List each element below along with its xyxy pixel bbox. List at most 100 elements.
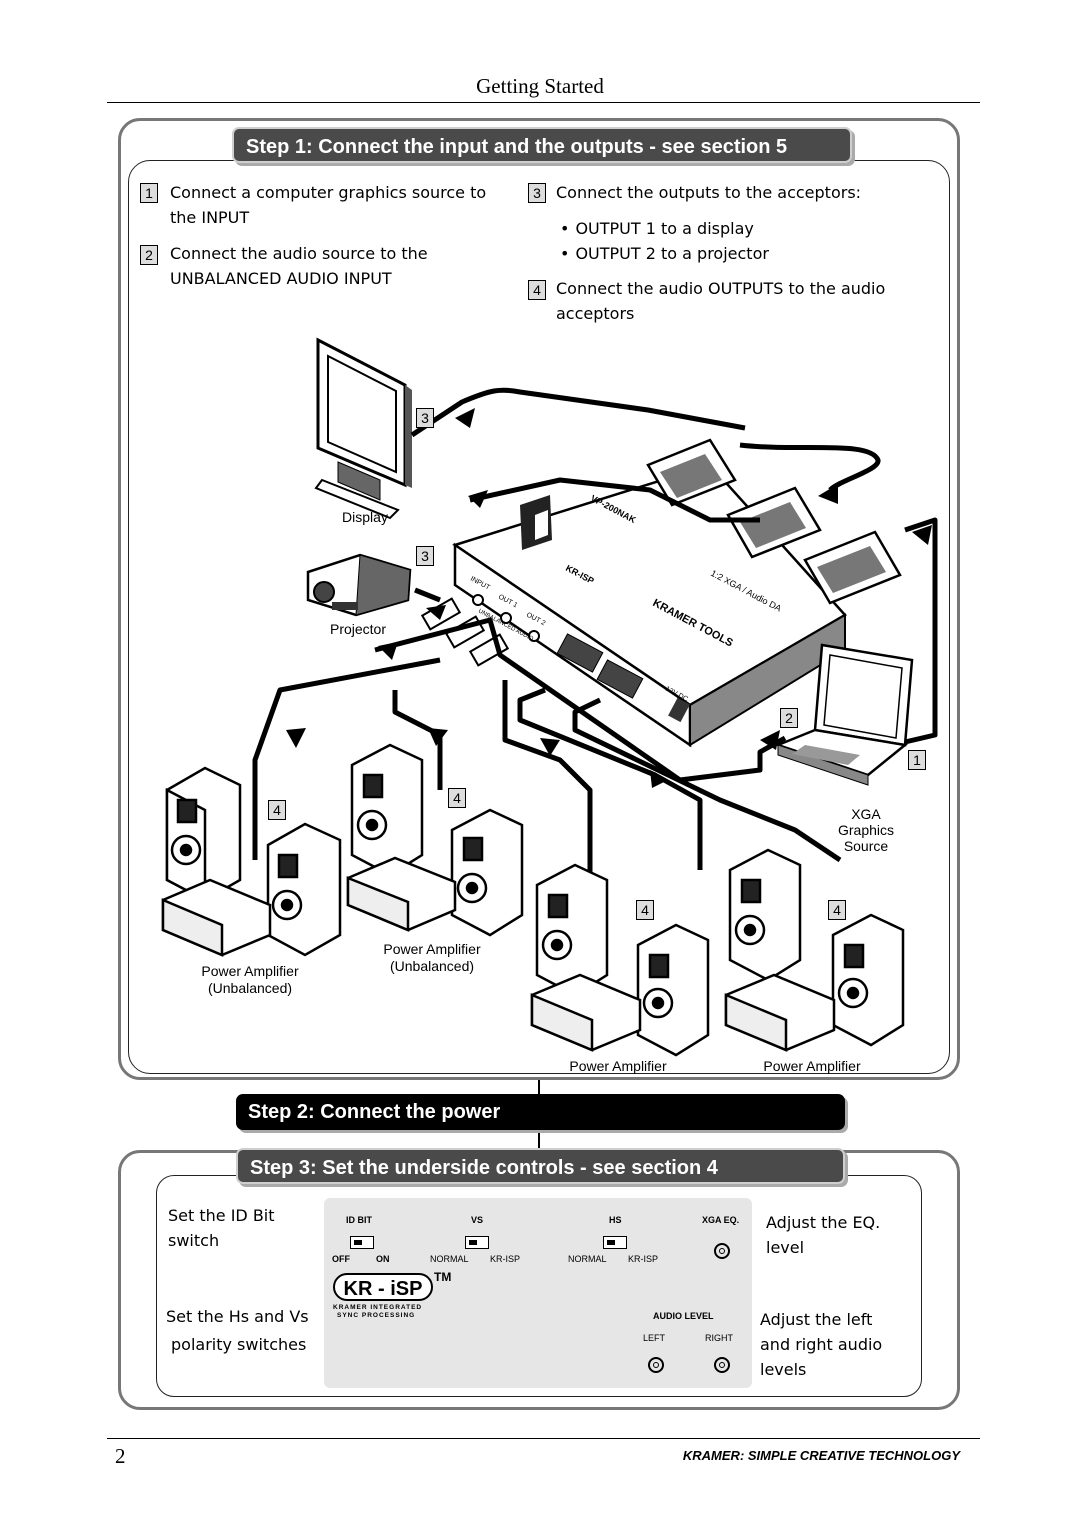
cable-audio-br1b <box>502 680 593 880</box>
panel-kr-isp-2: KR-ISP <box>628 1254 659 1264</box>
step3-right1-line1: Adjust the EQ. <box>766 1213 881 1232</box>
step1-bullet-2: OUTPUT 2 to a projector <box>560 241 769 266</box>
kr-isp-tm: TM <box>434 1270 452 1284</box>
panel-audio-level-label: AUDIO LEVEL <box>653 1311 714 1321</box>
callout-graphics-source: 1 <box>908 750 926 770</box>
callout-display: 3 <box>416 408 434 428</box>
display-monitor <box>314 337 412 520</box>
panel-normal-1: NORMAL <box>430 1254 469 1264</box>
vs-polarity-switch[interactable] <box>465 1236 489 1249</box>
step1-item-1-line1: Connect a computer graphics source to <box>170 183 487 202</box>
label-amp-br2: Power Amplifier <box>763 1058 861 1074</box>
step2-banner: Step 2: Connect the power <box>236 1094 845 1130</box>
page-header-title: Getting Started <box>476 74 604 98</box>
panel-id-bit-label: ID BIT <box>346 1215 372 1225</box>
callout-projector: 3 <box>416 546 434 566</box>
speakers-left <box>161 766 342 957</box>
panel-right-label: RIGHT <box>705 1333 733 1343</box>
panel-left-label: LEFT <box>643 1333 666 1343</box>
step3-left1-line1: Set the ID Bit <box>168 1206 275 1225</box>
cable-audio-left <box>252 657 441 860</box>
step3-left2-line2: polarity switches <box>171 1335 307 1354</box>
label-display: Display <box>342 509 388 525</box>
step1-item-2-line1: Connect the audio source to the <box>170 244 428 263</box>
arrow-source <box>912 525 932 545</box>
step1-num-2: 2 <box>140 245 158 265</box>
hs-polarity-switch[interactable] <box>603 1236 627 1249</box>
arrow-display <box>455 408 475 428</box>
step3-right1-line2: level <box>766 1238 805 1257</box>
kr-isp-logo: KR - iSP <box>333 1273 433 1301</box>
label-projector: Projector <box>329 621 387 637</box>
projector <box>306 553 412 617</box>
label-amp-left-2: (Unbalanced) <box>207 980 293 996</box>
header-rule <box>107 102 980 103</box>
step1-item-4-line1: Connect the audio OUTPUTS to the audio <box>556 279 886 298</box>
arrow-audio-br <box>540 738 560 756</box>
footer-tagline: KRAMER: SIMPLE CREATIVE TECHNOLOGY <box>682 1448 960 1463</box>
vga-connector-3 <box>803 530 902 605</box>
callout-speaker-mid: 4 <box>448 788 466 808</box>
step3-left1-line2: switch <box>168 1231 220 1250</box>
cable-audio-br1 <box>517 687 703 870</box>
label-xga-1: XGA <box>851 806 881 822</box>
step1-item-2-line2: UNBALANCED AUDIO INPUT <box>170 269 392 288</box>
callout-audio-source: 2 <box>780 708 798 728</box>
step1-item-4-line2: acceptors <box>556 304 635 323</box>
cable-projector <box>414 587 441 603</box>
footer-rule <box>107 1438 980 1439</box>
panel-off-label: OFF <box>332 1254 350 1264</box>
label-amp-left-1: Power Amplifier <box>201 963 299 979</box>
arrow-audio-mid <box>428 728 448 746</box>
vga-connector-1 <box>646 438 737 507</box>
kr-isp-sub-1: KRAMER INTEGRATED <box>333 1304 423 1311</box>
step1-num-1: 1 <box>140 183 158 203</box>
step3-banner: Step 3: Set the underside controls - see… <box>236 1148 845 1184</box>
step3-right2-line3: levels <box>760 1360 807 1379</box>
step3-right2-line1: Adjust the left <box>760 1310 873 1329</box>
panel-vs-label: VS <box>471 1215 484 1225</box>
step1-bullet-1: OUTPUT 1 to a display <box>560 216 753 241</box>
arrow-laptop <box>760 730 780 750</box>
step3-left2-line1: Set the Hs and Vs <box>166 1307 309 1326</box>
callout-speaker-br2: 4 <box>828 900 846 920</box>
speakers-br2 <box>724 848 905 1052</box>
id-bit-switch[interactable] <box>350 1236 374 1249</box>
step1-item-3-line1: Connect the outputs to the acceptors: <box>556 183 862 202</box>
cable-audio-br2 <box>572 697 842 863</box>
arrow-audio-br2 <box>650 770 668 788</box>
cable-source <box>904 517 938 745</box>
audio-left-knob[interactable] <box>648 1357 664 1373</box>
step1-banner: Step 1: Connect the input and the output… <box>232 127 852 163</box>
callout-speaker-br1: 4 <box>636 900 654 920</box>
callout-speaker-left: 4 <box>268 800 286 820</box>
page-number: 2 <box>115 1444 126 1468</box>
cable-out1-loop <box>739 442 881 492</box>
kr-isp-sub-2: SYNC PROCESSING <box>337 1312 416 1319</box>
panel-hs-label: HS <box>609 1215 622 1225</box>
arrow-out1 <box>818 484 838 504</box>
xga-eq-knob[interactable] <box>714 1243 730 1259</box>
panel-xga-eq-label: XGA EQ. <box>702 1215 740 1225</box>
arrow-audio-left <box>286 728 306 748</box>
arrow-display-return <box>468 490 488 508</box>
connection-diagram: KR-ISP VP-200NAK 1:2 XGA / Audio DA KRAM… <box>161 337 938 1057</box>
audio-right-knob[interactable] <box>714 1357 730 1373</box>
cable-audio-mid <box>392 690 443 790</box>
step1-num-4: 4 <box>528 280 546 300</box>
laptop <box>774 643 914 786</box>
step1-num-3: 3 <box>528 183 546 203</box>
label-amp-mid-1: Power Amplifier <box>383 941 481 957</box>
panel-normal-2: NORMAL <box>568 1254 607 1264</box>
vga-connector-2 <box>726 486 822 559</box>
cable-display-return <box>469 477 760 523</box>
cable-display <box>410 387 746 438</box>
arrow-audio-in <box>378 642 398 660</box>
panel-kr-isp-1: KR-ISP <box>490 1254 521 1264</box>
arrow-projector <box>426 605 446 620</box>
speakers-mid <box>346 743 524 937</box>
step1-item-1-line2: the INPUT <box>170 208 250 227</box>
speakers-br1 <box>530 863 710 1057</box>
label-amp-br1: Power Amplifier <box>569 1058 667 1074</box>
label-xga-3: Source <box>843 838 889 854</box>
